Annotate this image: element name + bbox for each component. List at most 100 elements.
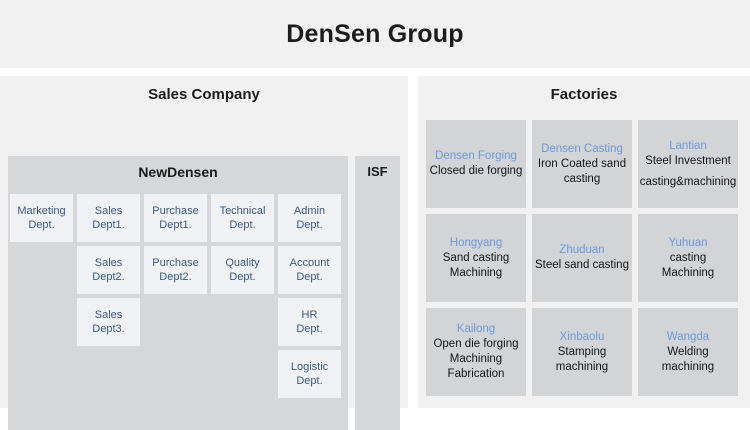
factory-desc-1: Stamping (557, 345, 607, 358)
dept-empty-slot (211, 298, 274, 346)
dept-line-1: Marketing (17, 205, 66, 217)
factory-desc-1: Sand casting (442, 251, 510, 264)
title-band: DenSen Group (0, 0, 750, 68)
factory-card-hongyang[interactable]: Hongyang Sand casting Machining (426, 214, 526, 302)
factories-body: Densen Forging Closed die forging Densen… (418, 112, 750, 408)
dept-purchase-2[interactable]: Purchase Dept2. (144, 246, 207, 294)
dept-logistic[interactable]: Logistic Dept. (278, 350, 341, 398)
dept-hr[interactable]: HR Dept. (278, 298, 341, 346)
dept-account[interactable]: Account Dept. (278, 246, 341, 294)
dept-empty-slot (211, 350, 274, 398)
dept-line-1: Technical (219, 205, 266, 217)
factory-name: Yuhuan (668, 236, 708, 249)
factory-row: Hongyang Sand casting Machining Zhuduan … (418, 214, 750, 302)
dept-sales-2[interactable]: Sales Dept2. (77, 246, 140, 294)
dept-line-1: Logistic (290, 361, 329, 373)
department-row: Sales Dept2. Purchase Dept2. Quality Dep… (10, 246, 346, 294)
factory-desc-2: machining (555, 360, 609, 373)
dept-quality[interactable]: Quality Dept. (211, 246, 274, 294)
dept-marketing[interactable]: Marketing Dept. (10, 194, 73, 242)
isf-box[interactable]: ISF (355, 156, 400, 430)
dept-line-2: Dept3. (92, 323, 125, 335)
dept-empty-slot (10, 246, 73, 294)
dept-line-2: Dept1. (92, 219, 125, 231)
factory-desc-2: Machining (449, 353, 503, 365)
dept-line-2: Dept. (296, 271, 323, 283)
factory-desc-2: Machining (449, 266, 503, 279)
sales-company-header: Sales Company (0, 76, 408, 112)
factory-card-zhuduan[interactable]: Zhuduan Steel sand casting (532, 214, 632, 302)
factories-header: Factories (418, 76, 750, 112)
dept-empty-slot (10, 350, 73, 398)
factory-card-lantian[interactable]: Lantian Steel Investment casting&machini… (638, 120, 738, 208)
factory-desc-1: casting (669, 251, 707, 264)
factory-desc-2: machining (661, 360, 715, 373)
factory-card-densen-casting[interactable]: Densen Casting Iron Coated sand casting (532, 120, 632, 208)
dept-line-1: Quality (225, 257, 260, 269)
dept-line-2: Dept. (296, 323, 323, 335)
dept-line-1: Sales (94, 205, 123, 217)
factory-name: Wangda (666, 330, 710, 343)
department-row: Logistic Dept. (10, 350, 346, 398)
dept-empty-slot (144, 298, 207, 346)
dept-line-2: Dept. (28, 219, 55, 231)
factory-desc-2: casting&machining (639, 175, 737, 188)
factory-name: Lantian (669, 139, 707, 152)
dept-purchase-1[interactable]: Purchase Dept1. (144, 194, 207, 242)
department-row: Sales Dept3. HR Dept. (10, 298, 346, 346)
factory-desc-1: Steel Investment (645, 154, 731, 167)
factory-desc-2: Machining (661, 266, 715, 279)
factory-desc-1: Open die forging (433, 338, 519, 350)
factory-name: Densen Casting (541, 142, 623, 155)
dept-admin[interactable]: Admin Dept. (278, 194, 341, 242)
factory-card-yuhuan[interactable]: Yuhuan casting Machining (638, 214, 738, 302)
dept-line-2: Dept1. (159, 219, 192, 231)
factory-name: Kailong (456, 323, 496, 335)
dept-empty-slot (77, 350, 140, 398)
factories-panel: Factories Densen Forging Closed die forg… (418, 76, 750, 408)
dept-empty-slot (144, 350, 207, 398)
factory-name: Xinbaolu (559, 330, 605, 343)
factory-desc-1: Closed die forging (429, 165, 523, 177)
factory-name: Densen Forging (435, 150, 517, 162)
dept-empty-slot (10, 298, 73, 346)
dept-line-1: Sales (94, 257, 123, 269)
sales-company-panel: Sales Company NewDensen Marketing Dept. … (0, 76, 408, 430)
dept-line-2: Dept. (229, 271, 256, 283)
factory-desc-1: Iron Coated sand (537, 157, 627, 170)
factory-card-wangda[interactable]: Wangda Welding machining (638, 308, 738, 396)
sales-company-heading: Sales Company (148, 85, 260, 103)
dept-line-2: Dept2. (159, 271, 192, 283)
sales-company-body: NewDensen Marketing Dept. Sales Dept1. P… (0, 112, 408, 430)
factory-desc-3: Fabrication (447, 368, 505, 380)
factory-row: Kailong Open die forging Machining Fabri… (418, 308, 750, 396)
factory-card-xinbaolu[interactable]: Xinbaolu Stamping machining (532, 308, 632, 396)
factory-desc-2: casting (563, 172, 601, 185)
dept-line-2: Dept. (229, 219, 256, 231)
dept-line-1: Purchase (152, 257, 199, 269)
dept-line-2: Dept. (296, 219, 323, 231)
dept-line-1: Admin (293, 205, 326, 217)
factory-desc-1: Steel sand casting (535, 259, 629, 271)
newdensen-label: NewDensen (138, 164, 218, 180)
dept-line-2: Dept2. (92, 271, 125, 283)
dept-technical[interactable]: Technical Dept. (211, 194, 274, 242)
dept-line-2: Dept. (296, 375, 323, 387)
newdensen-box[interactable]: NewDensen Marketing Dept. Sales Dept1. P… (8, 156, 348, 430)
page-title: DenSen Group (286, 19, 464, 48)
isf-label: ISF (367, 164, 388, 179)
factory-row: Densen Forging Closed die forging Densen… (418, 120, 750, 208)
dept-line-1: Sales (94, 309, 123, 321)
dept-line-1: Purchase (152, 205, 199, 217)
factory-name: Zhuduan (559, 244, 605, 256)
dept-line-1: HR (301, 309, 318, 321)
factory-desc-1: Welding (667, 345, 709, 358)
factories-heading: Factories (550, 85, 618, 103)
dept-line-1: Account (289, 257, 330, 269)
factory-card-kailong[interactable]: Kailong Open die forging Machining Fabri… (426, 308, 526, 396)
factory-name: Hongyang (449, 236, 503, 249)
dept-sales-1[interactable]: Sales Dept1. (77, 194, 140, 242)
factory-card-densen-forging[interactable]: Densen Forging Closed die forging (426, 120, 526, 208)
dept-sales-3[interactable]: Sales Dept3. (77, 298, 140, 346)
